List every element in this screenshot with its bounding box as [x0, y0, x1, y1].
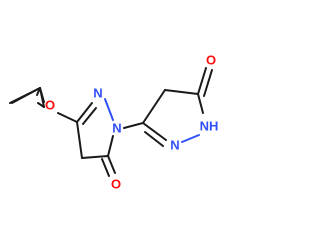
bond-ring2-c4-c5 [164, 89, 199, 95]
bond-ring1-n2-n1 [104, 98, 114, 121]
bond-ring2-c3-c4 [142, 89, 166, 124]
atom-ring2-carbonyl-oxygen: O [206, 53, 216, 68]
atom-ring1-carbonyl-oxygen: O [111, 177, 121, 192]
bond-n1-ring2-c3 [123, 122, 144, 129]
bond-ether-o-ring1-c3 [57, 112, 78, 123]
bond-ring1-c4-c3 [76, 121, 83, 159]
bond-ring2-n-c3 [142, 122, 167, 141]
atom-ether-oxygen: O [45, 98, 55, 113]
bond-ring1-c3-n2 [76, 102, 93, 123]
bond-ch2-ch3-tail [37, 102, 45, 108]
bond-ethyl-c1-c2 [11, 87, 41, 104]
bond-ring2-nh-n [181, 134, 200, 143]
bond-ring1-n1-c5 [107, 135, 114, 157]
bond-ring2-c5-o-double [203, 69, 213, 97]
molecule-canvas: O N N O N NH O [9, 52, 219, 192]
bond-ring1-c3-n2-double [82, 107, 97, 125]
bond-ring1-c5-o-double [101, 158, 110, 177]
bond-ethyl-c2-o [39, 87, 45, 103]
bond-ring2-c5-nh [197, 93, 204, 114]
bond-ring1-c5-c4 [81, 155, 109, 159]
atom-ring2-n: N [170, 138, 179, 153]
atom-ring1-n1: N [112, 121, 121, 136]
bond-ring1-c5-o [107, 155, 116, 174]
atom-ring1-n2: N [93, 86, 102, 101]
bond-ring2-n-c3-double [144, 131, 164, 147]
molecule-structure: O N N O N NH O [9, 53, 219, 192]
bond-ring2-c5-o [197, 67, 207, 95]
atom-ring2-nh: NH [200, 119, 219, 134]
